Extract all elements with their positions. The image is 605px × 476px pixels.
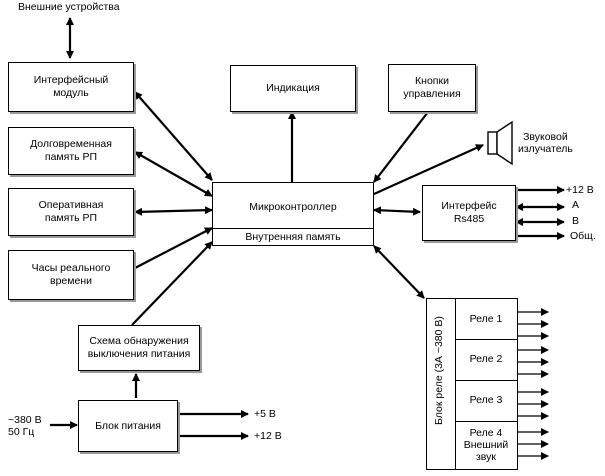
interface-module-box: Интерфейсный модуль [8, 62, 134, 112]
arrow-buttons-mcu [373, 111, 429, 183]
power-input-label: ~380 В 50 Гц [8, 414, 42, 438]
relay-4: Реле 4 Внешний звук [455, 421, 517, 469]
external-devices-label: Внешние устройства [18, 1, 120, 13]
indication-box: Индикация [230, 65, 356, 112]
microcontroller-label: Микроконтроллер [249, 201, 337, 213]
speaker-label: Звуковой излучатель [518, 131, 573, 155]
arrow-longterm-mcu [134, 151, 213, 197]
relay-1-label: Реле 1 [469, 312, 503, 325]
arrow-interface-mcu [134, 91, 213, 181]
microcontroller-divider [213, 228, 373, 229]
relay-4-label: Реле 4 Внешний звук [463, 427, 509, 463]
arrow-mcu-speaker [373, 143, 484, 196]
rs485-b-label: B [572, 215, 580, 227]
relay-1: Реле 1 [455, 299, 517, 340]
rs485-box: Интерфейс Rs485 [422, 185, 516, 241]
rtc-box: Часы реального времени [8, 250, 134, 300]
relay-block-left-column [427, 299, 456, 469]
arrow-detect-mcu [131, 241, 213, 326]
relay-2: Реле 2 [455, 339, 517, 381]
relay-3: Реле 3 [455, 380, 517, 422]
buttons-box: Кнопки управления [388, 64, 476, 112]
rs485-gnd-label: Общ. [570, 230, 596, 242]
speaker-icon [487, 120, 513, 166]
power-detect-box: Схема обнаружения выключения питания [78, 325, 200, 371]
relay-block-label: Блок реле (3А ~380 В) [433, 316, 445, 425]
arrow-mcu-relay [373, 245, 425, 299]
output-5v-label: +5 В [254, 408, 276, 420]
rs485-12v-label: +12 В [566, 184, 594, 196]
power-supply-box: Блок питания [78, 400, 178, 452]
ram-box: Оперативная память РП [8, 188, 134, 236]
relay-3-label: Реле 3 [469, 394, 503, 406]
longterm-memory-box: Долговременная память РП [8, 127, 134, 175]
relay-block-box: Блок реле (3А ~380 В) Реле 1 Реле 2 Реле… [426, 298, 518, 470]
arrow-rtc-mcu [134, 227, 213, 269]
internal-memory-label: Внутренняя память [245, 231, 341, 243]
relay-2-label: Реле 2 [469, 353, 503, 365]
rs485-a-label: A [572, 199, 580, 211]
arrow-ram-mcu [134, 206, 213, 216]
output-12v-label: +12 В [254, 430, 282, 442]
arrow-mcu-rs485 [373, 206, 421, 216]
microcontroller-box: Микроконтроллер Внутренняя память [212, 182, 374, 246]
